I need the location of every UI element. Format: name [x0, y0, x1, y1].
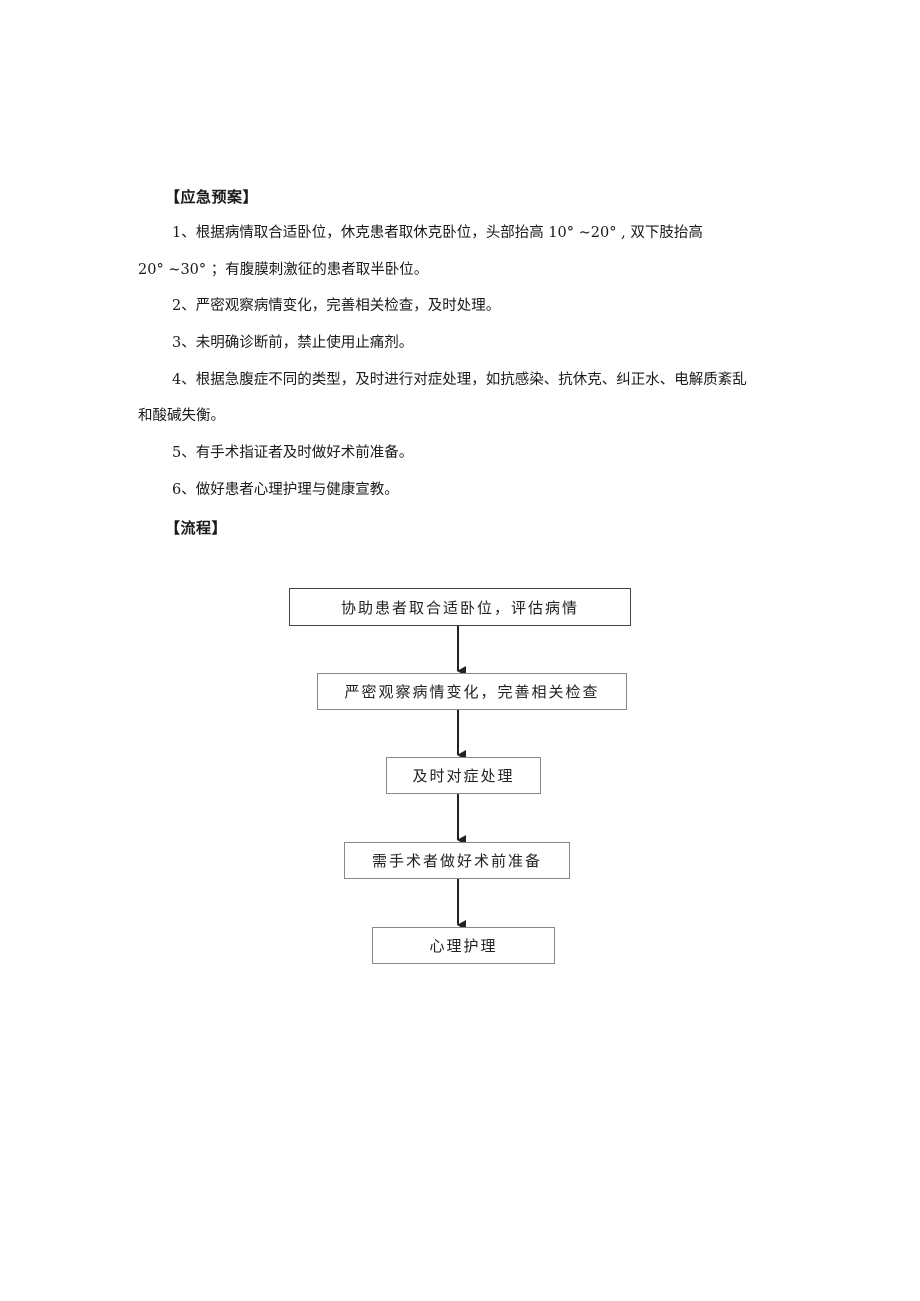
paragraph-5: 5、有手术指证者及时做好术前准备。	[172, 445, 414, 461]
paragraph-6: 6、做好患者心理护理与健康宣教。	[172, 482, 399, 498]
flow-step-5: 心理护理	[372, 927, 555, 964]
flow-step-4: 需手术者做好术前准备	[344, 842, 570, 879]
paragraph-4-line-2: 和酸碱失衡。	[138, 408, 225, 424]
paragraph-3: 3、未明确诊断前，禁止使用止痛剂。	[172, 335, 414, 351]
paragraph-1-line-1: 1、根据病情取合适卧位，休克患者取休克卧位，头部抬高 10° ~20° , 双下…	[172, 225, 703, 241]
paragraph-2: 2、严密观察病情变化，完善相关检查，及时处理。	[172, 298, 501, 314]
paragraph-1-line-2: 20° ~30° ；有腹膜刺激征的患者取半卧位。	[138, 262, 429, 278]
flow-step-3: 及时对症处理	[386, 757, 541, 794]
flow-step-2: 严密观察病情变化，完善相关检查	[317, 673, 627, 710]
heading-emergency-plan: 【应急预案】	[165, 188, 259, 206]
flow-step-1: 协助患者取合适卧位，评估病情	[289, 588, 631, 626]
paragraph-4-line-1: 4、根据急腹症不同的类型，及时进行对症处理，如抗感染、抗休克、纠正水、电解质紊乱	[172, 372, 747, 388]
heading-flow: 【流程】	[165, 519, 228, 537]
